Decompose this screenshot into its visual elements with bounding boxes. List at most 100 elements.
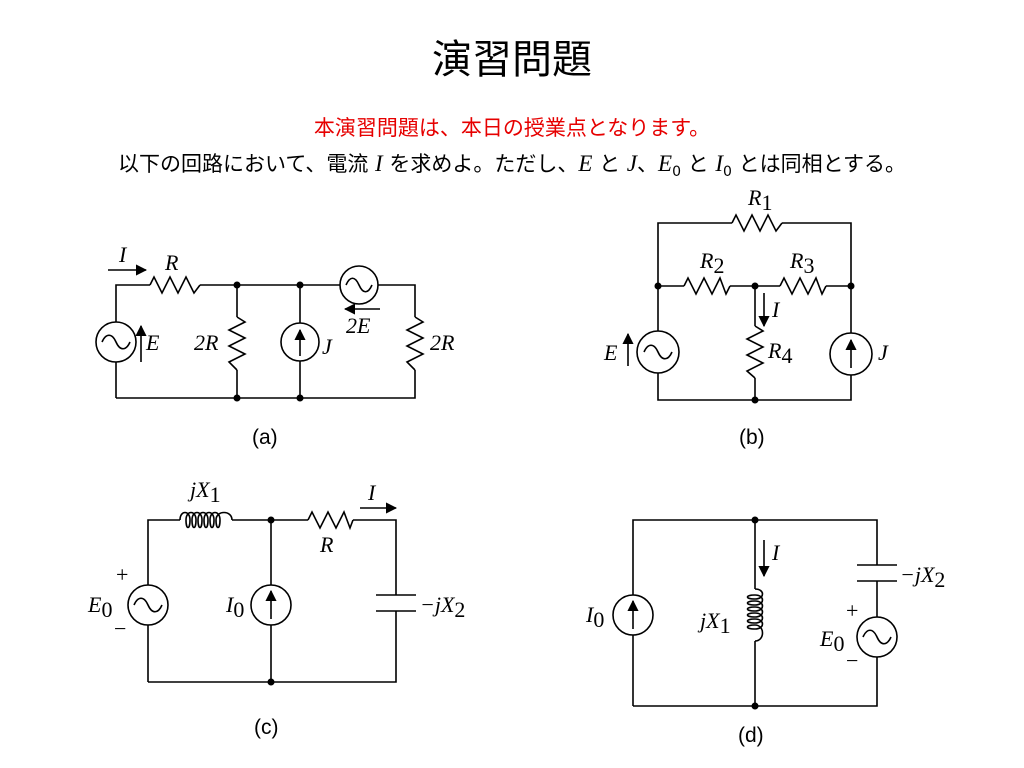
label-plus: + xyxy=(116,562,128,587)
label-inductor-jx1: jX1 xyxy=(697,608,731,638)
label-current-source-i0: I0 xyxy=(585,602,604,632)
voltage-source-e xyxy=(95,321,147,363)
inductor-jx1 xyxy=(746,588,764,642)
label-main: I xyxy=(225,592,235,617)
voltage-source-e0 xyxy=(856,616,898,658)
node-dot xyxy=(233,394,241,402)
notice-text: 本演習問題は、本日の授業点となります。 xyxy=(313,116,711,140)
page-title: 演習問題 xyxy=(432,37,592,83)
label-current-i: I xyxy=(118,242,128,267)
wires-a xyxy=(115,284,416,399)
label-minus: − xyxy=(114,616,126,641)
label-subscript: 4 xyxy=(781,343,792,368)
resistor-r xyxy=(307,510,354,531)
label-subscript: 1 xyxy=(720,613,731,638)
node-dot xyxy=(296,281,304,289)
label-current-source-i0: I0 xyxy=(225,592,244,622)
label-capacitor-jx2: −jX2 xyxy=(900,562,945,592)
circuit-b: R1 R2 R3 R4 I E J (b) xyxy=(603,185,889,449)
current-source-i0 xyxy=(250,584,292,626)
node-dot xyxy=(296,394,304,402)
circuit-a: I R E 2R J 2E 2R (a) xyxy=(95,242,455,449)
current-source-i0 xyxy=(612,594,654,636)
resistor-r xyxy=(149,275,201,295)
caption-d: (d) xyxy=(738,724,764,747)
label-main: R xyxy=(747,185,762,210)
caption-c: (c) xyxy=(254,716,279,739)
label-current-i: I xyxy=(771,297,781,322)
instruction-part: とは同相とする。 xyxy=(731,152,906,176)
voltage-source-e xyxy=(622,330,680,374)
label-main: jX xyxy=(187,477,211,502)
var-current-zero: I xyxy=(715,151,724,176)
label-resistor-r1: R1 xyxy=(747,185,772,215)
label-current-source-j: J xyxy=(878,340,889,365)
label-voltage-e0: E0 xyxy=(819,626,844,656)
resistor-r3 xyxy=(779,276,827,296)
label-resistor-r2: R2 xyxy=(699,248,724,278)
instruction-part: 、 xyxy=(637,152,658,176)
label-voltage-e: E xyxy=(145,330,160,355)
caption-b: (b) xyxy=(739,426,765,449)
node-dot xyxy=(267,678,275,686)
label-capacitor-jx2: −jX2 xyxy=(420,592,465,622)
label-main: R xyxy=(699,248,714,273)
label-main: I xyxy=(585,602,595,627)
var-current-source: J xyxy=(626,151,637,176)
instruction-part: と xyxy=(592,152,627,176)
label-resistor-r3: R3 xyxy=(789,248,814,278)
capacitor-jx2 xyxy=(376,594,416,612)
wires-c xyxy=(147,519,397,683)
circuit-c: jX1 I R + − E0 I0 −jX2 (c) xyxy=(87,477,465,739)
label-minus: − xyxy=(846,648,858,673)
node-dot xyxy=(267,516,275,524)
var-current: I xyxy=(375,151,383,176)
label-main: E xyxy=(819,626,834,651)
voltage-source-e0 xyxy=(127,584,169,626)
resistor-2r-load xyxy=(405,316,425,371)
label-voltage-e: E xyxy=(603,340,618,365)
label-voltage-2e: 2E xyxy=(346,313,371,338)
label-subscript: 2 xyxy=(454,597,465,622)
label-subscript: 0 xyxy=(101,597,112,622)
instruction-text: 以下の回路において、電流 I を求めよ。ただし、E と J、E0 と I0 とは… xyxy=(0,149,1024,187)
label-resistor-2r: 2R xyxy=(194,330,219,355)
label-subscript: 1 xyxy=(210,482,221,507)
resistor-r1 xyxy=(731,213,783,233)
label-main: −jX xyxy=(900,562,936,587)
label-main: R xyxy=(767,338,782,363)
var-voltage-zero: E xyxy=(658,151,673,176)
label-subscript: 3 xyxy=(803,253,814,278)
label-subscript: 2 xyxy=(713,253,724,278)
label-main: R xyxy=(789,248,804,273)
label-subscript: 1 xyxy=(761,190,772,215)
node-dot xyxy=(654,282,662,290)
circuit-d: I −jX2 I0 jX1 + − E0 (d) xyxy=(585,516,945,747)
instruction-part: を求めよ。ただし、 xyxy=(382,152,579,176)
capacitor-jx2 xyxy=(857,564,897,582)
label-main: E xyxy=(87,592,102,617)
resistor-r4 xyxy=(745,325,765,379)
resistor-2r-shunt xyxy=(227,316,247,371)
label-resistor-r4: R4 xyxy=(767,338,792,368)
node-dot xyxy=(233,281,241,289)
label-inductor-jx1: jX1 xyxy=(187,477,221,507)
label-voltage-e0: E0 xyxy=(87,592,112,622)
node-dot xyxy=(751,282,759,290)
label-current-i: I xyxy=(771,540,781,565)
caption-a: (a) xyxy=(252,426,278,449)
label-plus: + xyxy=(846,598,858,623)
resistor-r2 xyxy=(683,276,731,296)
node-dot xyxy=(751,702,759,710)
label-current-source-j: J xyxy=(322,334,333,359)
label-main: −jX xyxy=(420,592,456,617)
label-subscript: 0 xyxy=(233,597,244,622)
label-resistor-r: R xyxy=(164,250,179,275)
node-dot xyxy=(751,516,759,524)
label-current-i: I xyxy=(367,480,377,505)
voltage-source-2e xyxy=(339,265,380,315)
label-resistor-2r-load: 2R xyxy=(430,330,455,355)
current-source-j xyxy=(280,322,320,362)
wires-b xyxy=(657,222,852,401)
